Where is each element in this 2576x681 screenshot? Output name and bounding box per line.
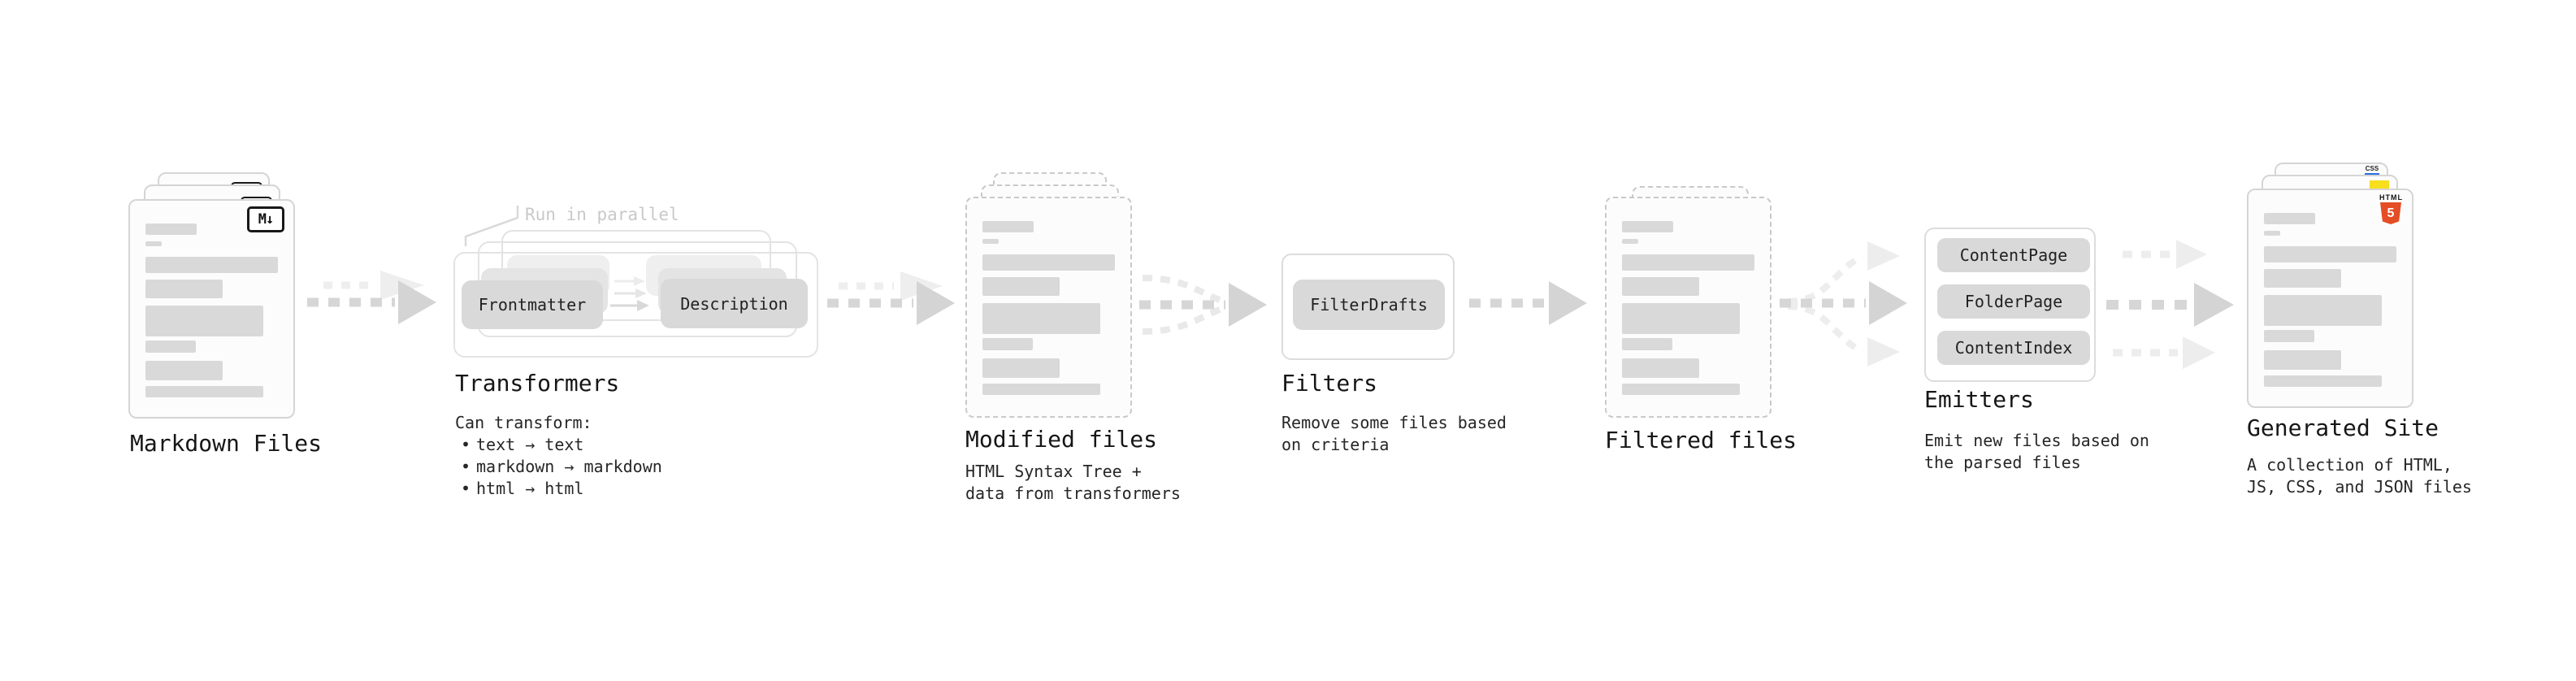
markdown-icon: M↓ <box>247 206 284 232</box>
filtered-file-card <box>1605 197 1772 418</box>
transformers-description-intro: Can transform: <box>455 413 592 432</box>
filters-description: Remove some files based on criteria <box>1281 413 1507 454</box>
generated-file-card: HTML 5 <box>2247 189 2413 408</box>
filter-drafts-box-label: FilterDrafts <box>1310 295 1428 314</box>
run-in-parallel-annotation: Run in parallel <box>525 205 679 224</box>
frontmatter-box-label: Frontmatter <box>478 295 587 314</box>
stage-modified-files: Modified files HTML Syntax Tree + data f… <box>963 163 1199 504</box>
stage-markdown-files: M↓ M↓ M↓ Markdown Files <box>126 163 353 504</box>
content-page-box-label: ContentPage <box>1959 245 2068 265</box>
file-skeleton <box>145 223 280 397</box>
transformers-label: Transformers <box>455 370 620 397</box>
description-box: Description <box>661 279 808 328</box>
html5-icon: HTML 5 <box>2379 193 2402 224</box>
content-index-box-label: ContentIndex <box>1954 338 2073 358</box>
file-skeleton <box>2264 213 2399 387</box>
transformer-group-outline-front <box>453 252 818 358</box>
folder-page-box-label: FolderPage <box>1964 292 2063 311</box>
emitters-description: Emit new files based on the parsed files <box>1924 431 2149 472</box>
description-box-label: Description <box>680 293 788 314</box>
transformers-bullet-1: •text → text <box>460 435 584 454</box>
markdown-files-label: Markdown Files <box>130 430 323 457</box>
transformers-bullet-3: •html → html <box>460 479 584 498</box>
arrow-transformers-to-modified <box>827 271 955 325</box>
file-skeleton <box>1622 221 1757 395</box>
stage-generated-site: CSS HTML 5 Generated Site A collection o… <box>2244 163 2488 504</box>
modified-file-card <box>965 197 1132 418</box>
content-index-box: ContentIndex <box>1937 331 2090 365</box>
generated-site-label: Generated Site <box>2247 414 2439 441</box>
stage-emitters: ContentPage FolderPage ContentIndex Emit… <box>1922 226 2158 478</box>
filter-drafts-box: FilterDrafts <box>1293 280 1445 330</box>
stage-filtered-files: Filtered files <box>1601 183 1812 475</box>
stage-transformers: Run in parallel Frontmatter Description … <box>451 199 841 508</box>
modified-files-label: Modified files <box>965 426 1158 453</box>
emitters-label: Emitters <box>1924 386 2034 413</box>
filtered-files-label: Filtered files <box>1605 427 1798 453</box>
stage-filters: FilterDrafts Filters Remove some files b… <box>1280 252 1524 463</box>
markdown-file-card: M↓ <box>128 199 295 419</box>
modified-files-description: HTML Syntax Tree + data from transformer… <box>965 462 1181 503</box>
content-page-box: ContentPage <box>1937 238 2090 272</box>
filters-label: Filters <box>1281 370 1378 397</box>
transformers-description: Can transform: •text → text •markdown → … <box>455 412 662 500</box>
file-skeleton <box>982 221 1117 395</box>
generated-site-description: A collection of HTML, JS, CSS, and JSON … <box>2247 455 2472 497</box>
frontmatter-box: Frontmatter <box>462 280 603 329</box>
javascript-icon <box>2370 180 2389 191</box>
folder-page-box: FolderPage <box>1937 284 2090 319</box>
transformers-bullet-2: •markdown → markdown <box>460 457 662 476</box>
